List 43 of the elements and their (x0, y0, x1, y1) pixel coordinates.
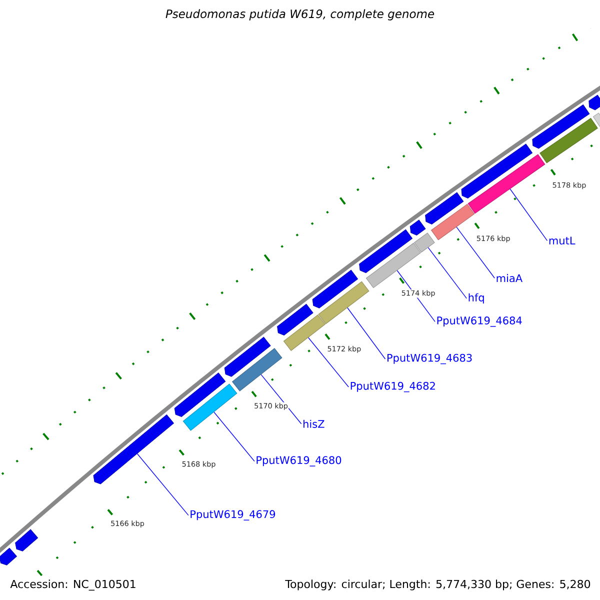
gene-bar (318, 281, 370, 324)
gene-label: PputW619_4683 (387, 354, 472, 364)
gene-block (461, 144, 532, 199)
footer-text: Accession: NC_010501 (10, 580, 136, 591)
gene-block (410, 220, 426, 236)
gene-bar (592, 112, 600, 127)
gene-bar (468, 154, 546, 214)
footer-text: Topology: circular; Length: 5,774,330 bp; Genes: 5,280 (285, 580, 590, 590)
leader-line (510, 188, 548, 241)
leader-line (428, 247, 467, 299)
gene-block (174, 372, 226, 417)
leader-line (456, 226, 495, 278)
gene-block (15, 529, 38, 552)
leader-line (260, 374, 302, 424)
gene-block (277, 304, 314, 336)
gene-label: PputW619_4682 (350, 382, 435, 392)
gene-block (93, 414, 174, 484)
gene-label: PputW619_4684 (437, 316, 522, 327)
gene-bar (540, 118, 598, 164)
leader-line (308, 337, 349, 388)
gene-block (0, 548, 17, 566)
gene-label: miaA (496, 274, 522, 282)
gene-block (588, 94, 600, 110)
gene-block (425, 192, 464, 224)
gene-bar (431, 204, 475, 240)
gene-label: hisZ (304, 420, 324, 428)
gene-bar (366, 242, 421, 288)
gene-label: hfq (468, 293, 484, 304)
gene-block (359, 229, 412, 274)
leader-line (136, 453, 189, 516)
gene-label: mutL (549, 236, 576, 245)
gene-bar (414, 232, 435, 252)
gene-block (312, 270, 358, 308)
gene-label: PputW619_4680 (256, 456, 342, 466)
gene-bar (232, 348, 282, 392)
gene-bar (283, 314, 326, 351)
gene-block (224, 336, 271, 377)
gene-bar (182, 384, 238, 431)
title: Pseudomonas putida W619, complete genome (166, 9, 434, 20)
leader-line (214, 412, 255, 462)
gene-block (532, 104, 590, 149)
gene-label: PputW619_4679 (190, 510, 276, 520)
leader-line (347, 307, 386, 360)
